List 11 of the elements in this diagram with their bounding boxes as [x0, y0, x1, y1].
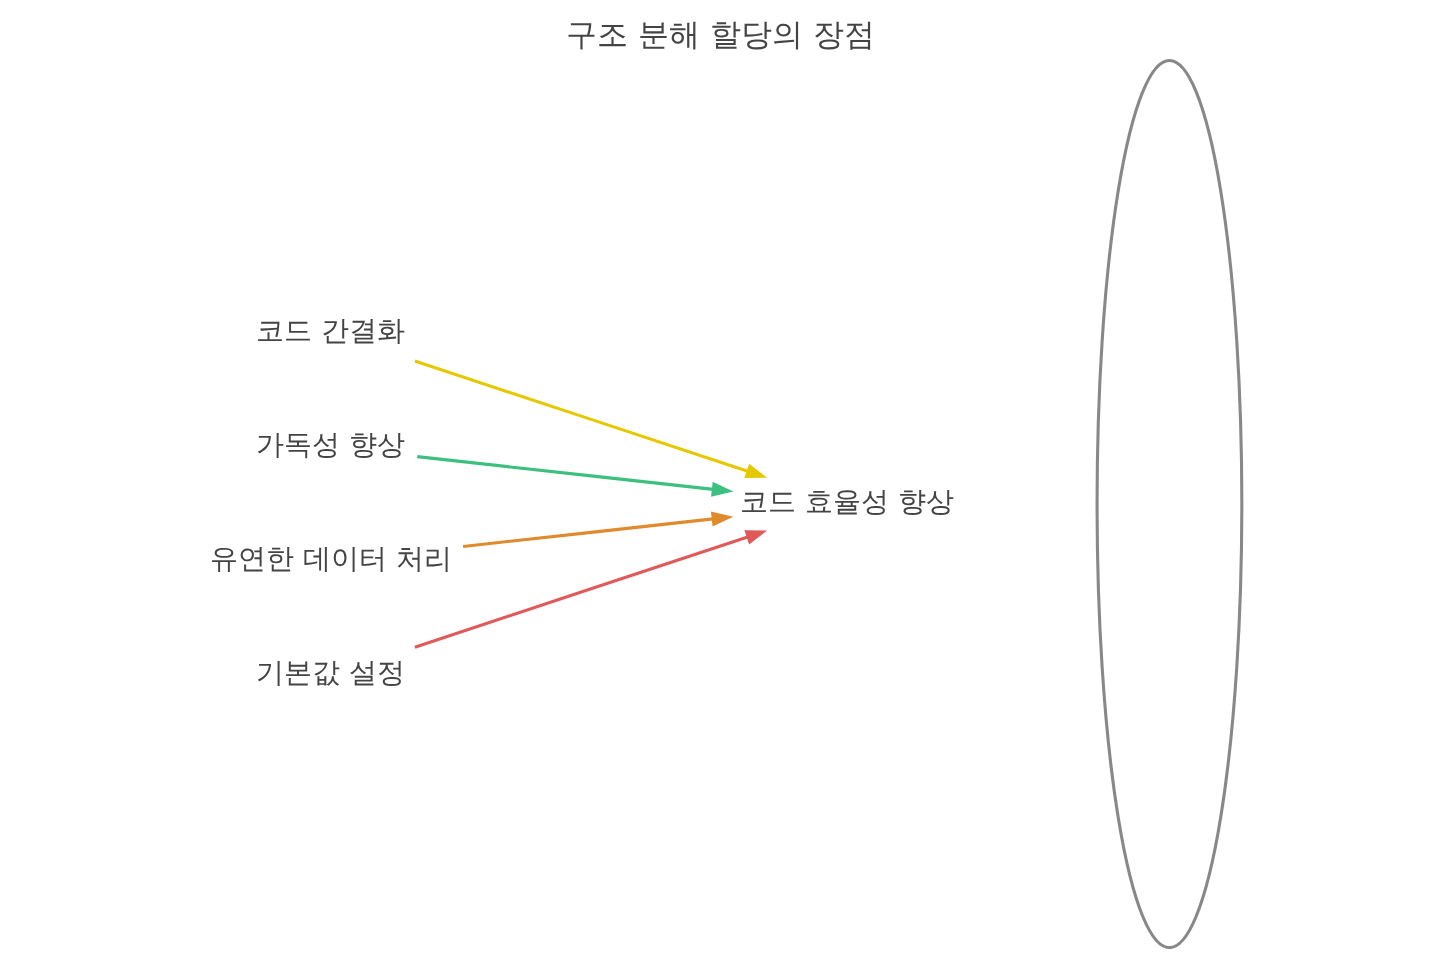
- arrow: [413, 530, 767, 649]
- arrow: [416, 455, 733, 497]
- node-text: 기본값 설정: [255, 655, 405, 689]
- arrow: [413, 359, 767, 479]
- node-text: 유연한 데이터 처리: [209, 541, 452, 575]
- node-text: 코드 효율성 향상: [739, 484, 954, 518]
- node-lens: [1095, 59, 1243, 950]
- diagram-title: 구조 분해 할당의 장점: [565, 16, 875, 53]
- node-text: 코드 간결화: [255, 313, 405, 347]
- arrow: [462, 511, 733, 549]
- node-text: 가독성 향상: [255, 427, 405, 461]
